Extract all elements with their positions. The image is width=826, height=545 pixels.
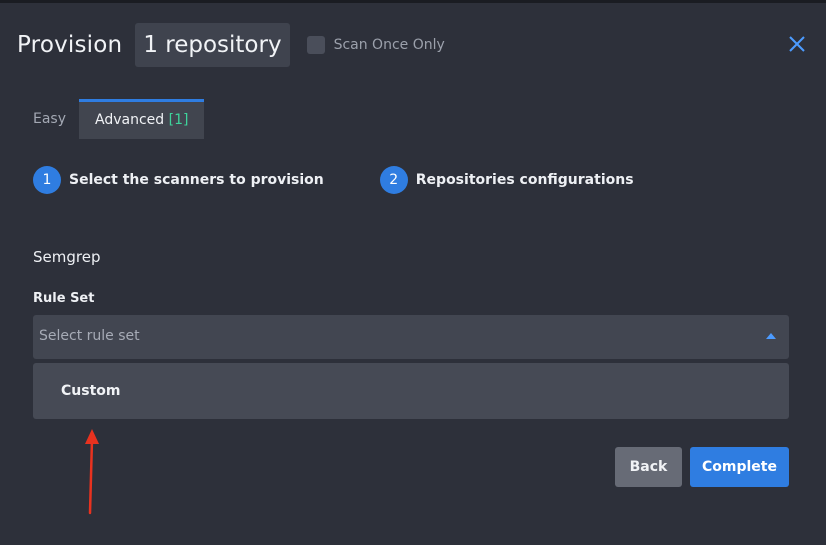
tab-advanced-label: Advanced	[95, 112, 165, 128]
rule-set-option-label: Custom	[61, 383, 121, 399]
step-repository-configurations[interactable]: 2 Repositories configurations	[379, 166, 634, 194]
modal-title: Provision	[17, 32, 123, 58]
tab-easy[interactable]: Easy	[20, 99, 79, 139]
step-number-2: 2	[379, 166, 408, 194]
scan-once-toggle[interactable]: Scan Once Only	[306, 36, 445, 54]
rule-set-placeholder: Select rule set	[39, 328, 140, 344]
wizard-steps: 1 Select the scanners to provision 2 Rep…	[33, 166, 690, 194]
scan-once-label[interactable]: Scan Once Only	[333, 37, 445, 53]
scanner-name: Semgrep	[33, 248, 101, 266]
rule-set-label: Rule Set	[33, 291, 95, 306]
close-icon[interactable]	[788, 35, 806, 53]
rule-set-dropdown: Custom	[33, 363, 789, 419]
back-button[interactable]: Back	[615, 447, 682, 487]
tab-advanced-count: [1]	[168, 112, 189, 128]
modal-header: Provision 1 repository Scan Once Only	[17, 23, 445, 67]
step-label-1: Select the scanners to provision	[69, 172, 324, 188]
rule-set-select[interactable]: Select rule set	[33, 315, 789, 359]
complete-button[interactable]: Complete	[690, 447, 789, 487]
step-number-1: 1	[33, 166, 61, 194]
tab-advanced[interactable]: Advanced [1]	[79, 99, 205, 139]
scan-once-checkbox[interactable]	[306, 36, 325, 54]
step-label-2: Repositories configurations	[415, 172, 634, 188]
caret-up-icon	[766, 333, 776, 339]
step-select-scanners[interactable]: 1 Select the scanners to provision	[33, 166, 324, 194]
red-arrow-icon	[78, 427, 104, 517]
rule-set-option-custom[interactable]: Custom	[33, 363, 789, 419]
tab-easy-label: Easy	[33, 111, 67, 127]
mode-tabs: Easy Advanced [1]	[20, 99, 205, 139]
repository-count-badge[interactable]: 1 repository	[135, 23, 290, 67]
